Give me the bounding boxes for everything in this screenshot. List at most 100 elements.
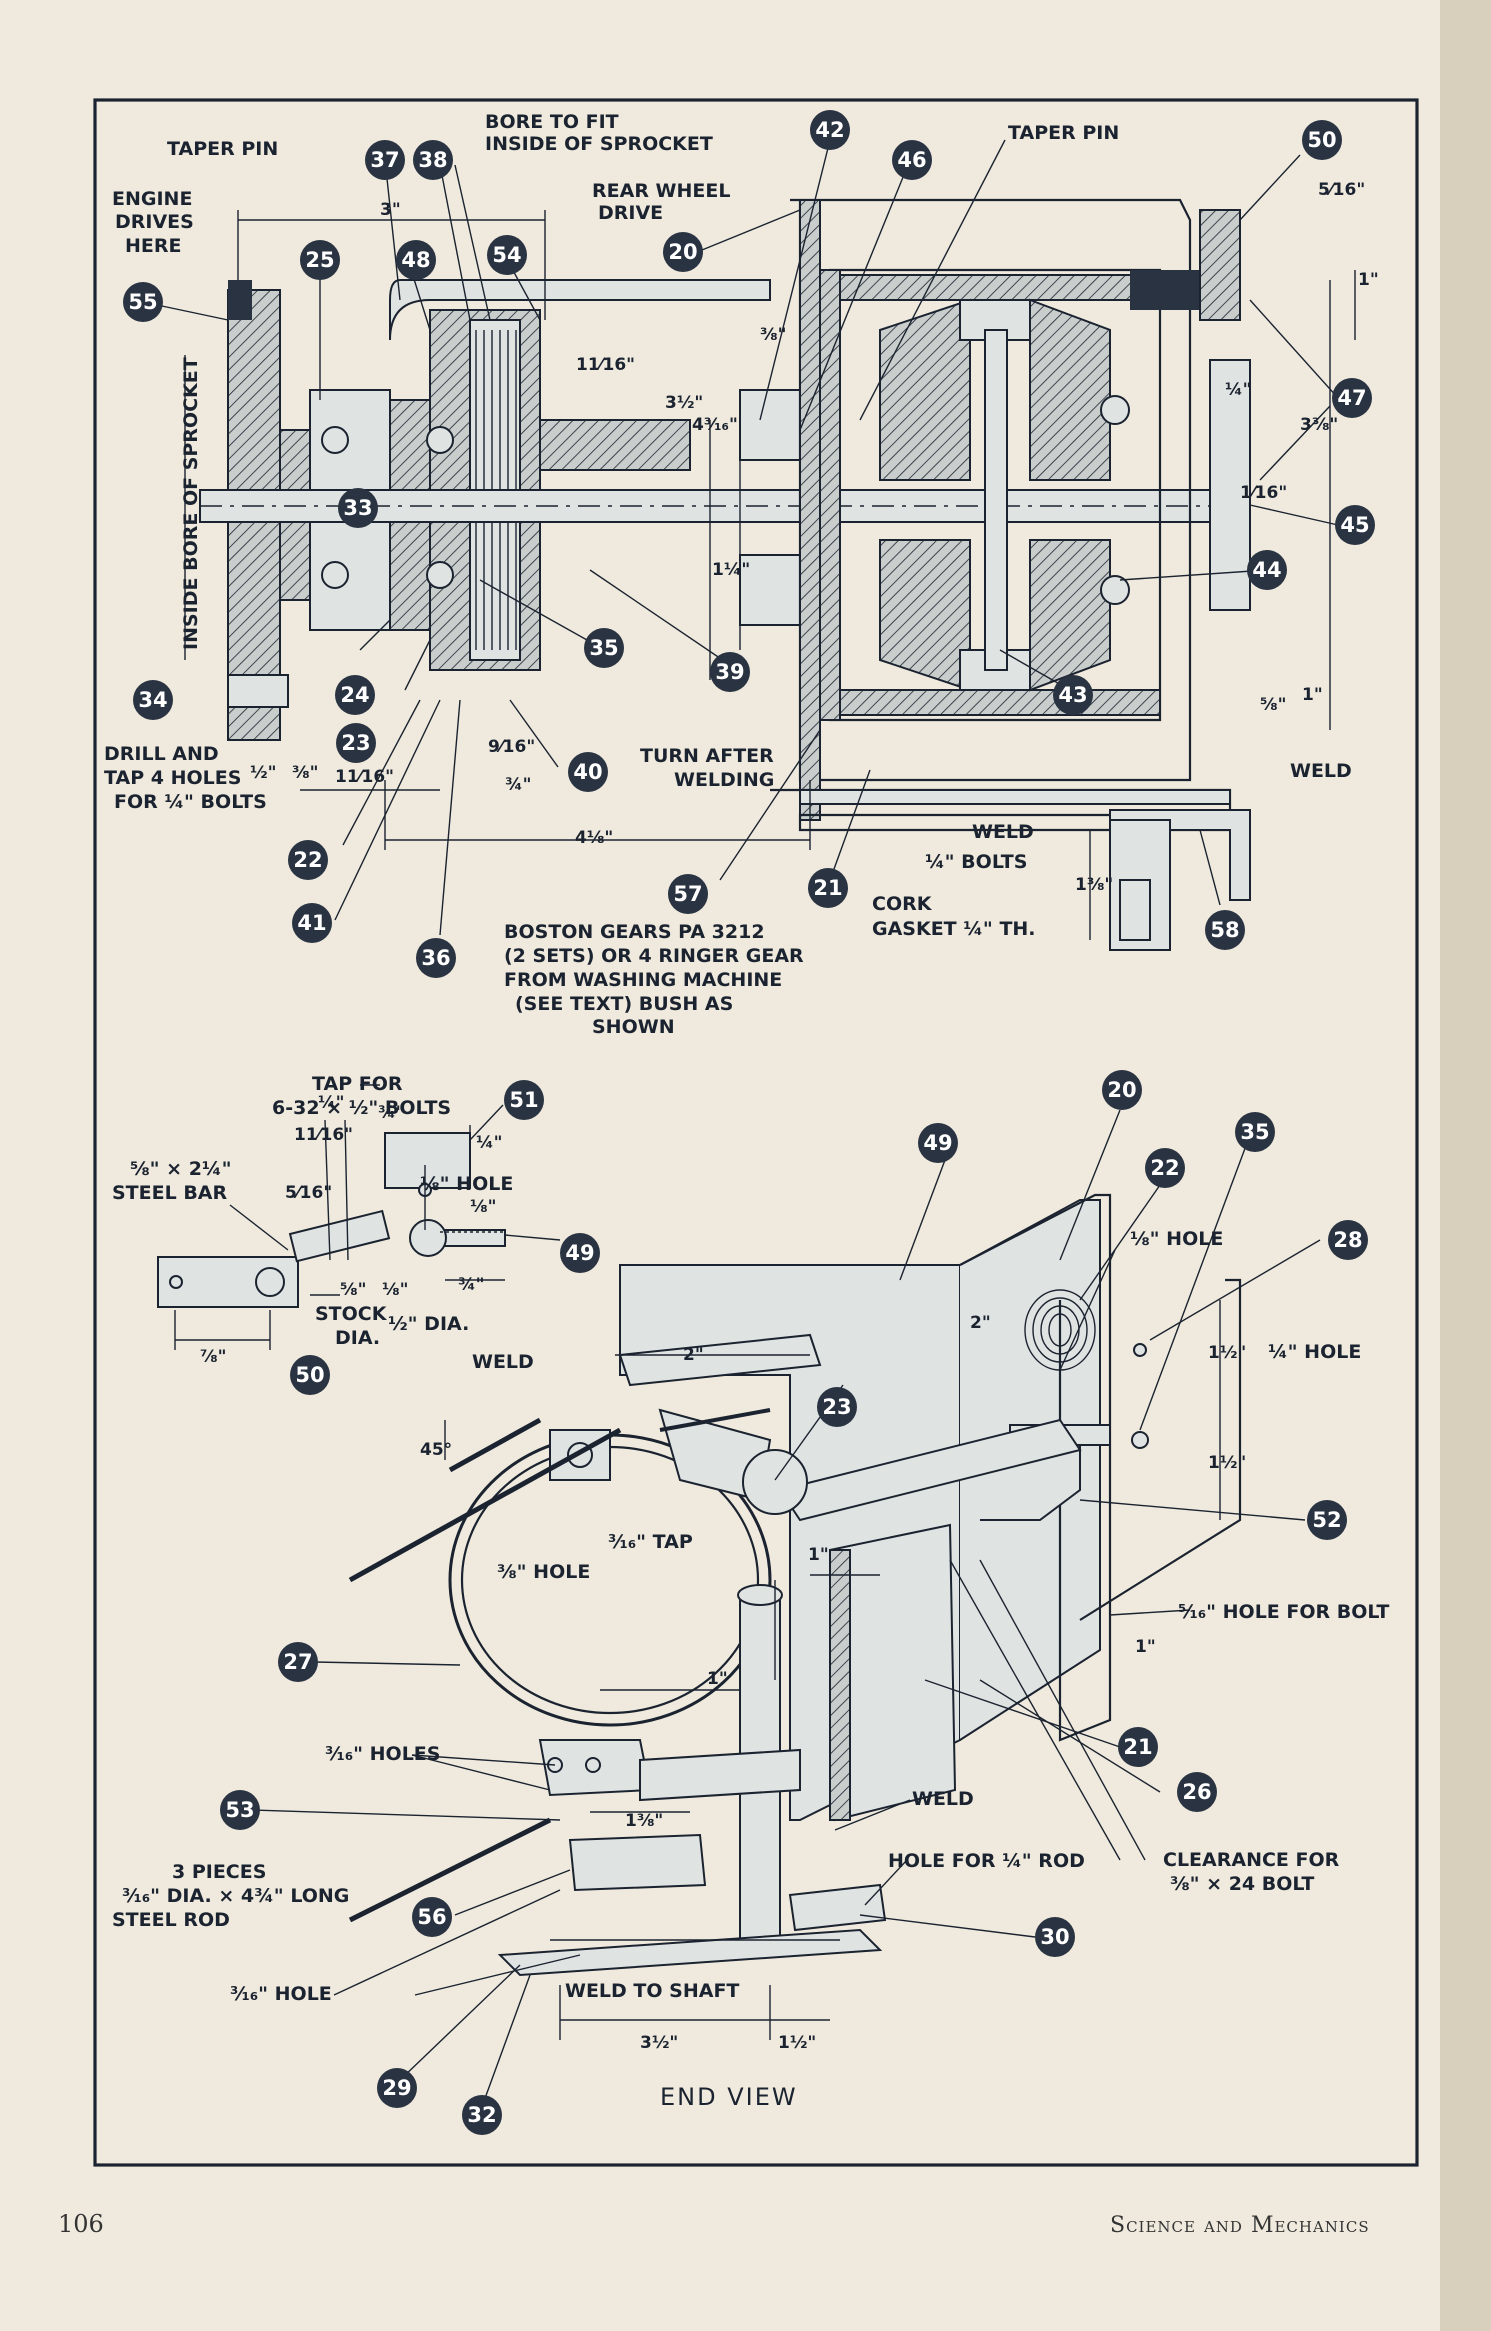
svg-text:DRILL AND: DRILL AND bbox=[104, 743, 219, 765]
svg-text:⅛": ⅛" bbox=[382, 1280, 408, 1300]
svg-text:FOR ¼" BOLTS: FOR ¼" BOLTS bbox=[114, 791, 267, 813]
svg-text:BORE TO FIT: BORE TO FIT bbox=[485, 111, 619, 133]
labels-end-view: WELD ⅛" HOLE ¼" HOLE ⅜" HOLE ³⁄₁₆" TAP ⁵… bbox=[112, 1228, 1389, 2053]
svg-text:3½": 3½" bbox=[665, 393, 703, 413]
svg-text:TAP 4 HOLES: TAP 4 HOLES bbox=[104, 767, 241, 789]
svg-text:⅞": ⅞" bbox=[200, 1347, 226, 1367]
callout-number: 44 bbox=[1252, 558, 1281, 582]
svg-text:1": 1" bbox=[1135, 1637, 1156, 1657]
end-view-title: END VIEW bbox=[660, 2083, 798, 2111]
svg-text:³⁄₁₆" TAP: ³⁄₁₆" TAP bbox=[608, 1531, 693, 1553]
svg-text:¼": ¼" bbox=[318, 1093, 344, 1113]
callout-number: 48 bbox=[401, 248, 430, 272]
callout-number: 23 bbox=[822, 1395, 851, 1419]
svg-text:3⅜": 3⅜" bbox=[1300, 415, 1338, 435]
callout-number: 45 bbox=[1340, 513, 1369, 537]
dimensions-section: 3" 11⁄16" ⅜" 3½" 4³⁄₁₆" 5⁄16" 1" ¼" 3⅜" … bbox=[250, 180, 1379, 895]
callout-number: 33 bbox=[343, 496, 372, 520]
callout-number: 20 bbox=[668, 240, 697, 264]
svg-text:ENGINE: ENGINE bbox=[112, 188, 192, 210]
bushing-52 bbox=[742, 1449, 808, 1515]
callout-number: 24 bbox=[340, 683, 369, 707]
svg-text:WELD: WELD bbox=[912, 1788, 974, 1810]
svg-text:STOCK: STOCK bbox=[315, 1303, 388, 1325]
bevel-gear-left-top bbox=[879, 298, 971, 481]
svg-text:3 PIECES: 3 PIECES bbox=[172, 1861, 266, 1883]
svg-text:4³⁄₁₆": 4³⁄₁₆" bbox=[692, 415, 738, 435]
svg-text:2": 2" bbox=[970, 1313, 991, 1333]
svg-text:INSIDE BORE OF SPROCKET: INSIDE BORE OF SPROCKET bbox=[180, 357, 202, 650]
svg-text:TAP FOR: TAP FOR bbox=[312, 1073, 403, 1095]
end-view: 49 20 22 35 28 23 52 27 53 21 26 56 30 2… bbox=[112, 1070, 1389, 2135]
svg-text:1": 1" bbox=[707, 1669, 728, 1689]
callout-number: 28 bbox=[1333, 1228, 1362, 1252]
svg-text:DRIVE: DRIVE bbox=[598, 202, 663, 224]
callout-number: 56 bbox=[417, 1905, 446, 1929]
svg-text:1½": 1½" bbox=[1208, 1343, 1246, 1363]
svg-text:½" DIA.: ½" DIA. bbox=[388, 1313, 469, 1335]
callout-number: 47 bbox=[1337, 386, 1366, 410]
callout-number: 50 bbox=[1307, 128, 1336, 152]
callout-number: 32 bbox=[467, 2103, 496, 2127]
callout-number: 35 bbox=[589, 636, 618, 660]
callout-number: 51 bbox=[509, 1088, 538, 1112]
callout-number: 49 bbox=[923, 1131, 952, 1155]
svg-text:1": 1" bbox=[1302, 685, 1323, 705]
svg-text:CLEARANCE FOR: CLEARANCE FOR bbox=[1163, 1849, 1340, 1871]
bevel-gear-left-bottom bbox=[879, 539, 971, 692]
callout-number: 46 bbox=[897, 148, 926, 172]
svg-text:³⁄₁₆" DIA. × 4¾" LONG: ³⁄₁₆" DIA. × 4¾" LONG bbox=[122, 1885, 349, 1907]
labels-section: TAPER PIN BORE TO FIT INSIDE OF SPROCKET… bbox=[104, 111, 1352, 1038]
svg-text:5⁄16": 5⁄16" bbox=[285, 1183, 332, 1203]
callout-number: 21 bbox=[1123, 1735, 1152, 1759]
magazine-title: Science and Mechanics bbox=[1110, 2213, 1370, 2238]
svg-text:SHOWN: SHOWN bbox=[592, 1016, 675, 1038]
svg-text:¼" HOLE: ¼" HOLE bbox=[1268, 1341, 1361, 1363]
svg-text:11⁄16": 11⁄16" bbox=[576, 355, 635, 375]
block-30 bbox=[568, 1833, 707, 1892]
callout-number: 30 bbox=[1040, 1925, 1069, 1949]
svg-text:FROM WASHING MACHINE: FROM WASHING MACHINE bbox=[504, 969, 782, 991]
svg-text:11⁄16": 11⁄16" bbox=[335, 767, 394, 787]
page-number: 106 bbox=[58, 2210, 104, 2238]
svg-text:1": 1" bbox=[808, 1545, 829, 1565]
callout-number: 21 bbox=[813, 876, 842, 900]
callout-number: 57 bbox=[673, 882, 702, 906]
callout-number: 22 bbox=[293, 848, 322, 872]
callout-number: 43 bbox=[1058, 683, 1087, 707]
svg-text:¾": ¾" bbox=[505, 775, 531, 795]
svg-text:HERE: HERE bbox=[125, 235, 182, 257]
part-51-block bbox=[384, 1132, 471, 1189]
case-wall bbox=[799, 199, 821, 821]
callout-number: 37 bbox=[370, 148, 399, 172]
svg-text:STEEL BAR: STEEL BAR bbox=[112, 1182, 228, 1204]
callout-number: 36 bbox=[421, 946, 450, 970]
svg-text:⅜": ⅜" bbox=[292, 763, 318, 783]
callout-number: 20 bbox=[1107, 1078, 1136, 1102]
svg-text:⅝": ⅝" bbox=[1260, 695, 1286, 715]
svg-text:¾": ¾" bbox=[458, 1275, 484, 1295]
svg-text:³⁄₁₆" HOLE: ³⁄₁₆" HOLE bbox=[230, 1983, 332, 2005]
callout-number: 34 bbox=[138, 688, 167, 712]
bearing-ball bbox=[321, 426, 349, 454]
svg-text:1⁄16": 1⁄16" bbox=[1240, 483, 1287, 503]
svg-text:INSIDE OF SPROCKET: INSIDE OF SPROCKET bbox=[485, 133, 713, 155]
callout-number: 49 bbox=[565, 1241, 594, 1265]
svg-text:⅛": ⅛" bbox=[470, 1197, 496, 1217]
svg-text:DIA.: DIA. bbox=[335, 1327, 380, 1349]
callout-number: 38 bbox=[418, 148, 447, 172]
svg-text:1½": 1½" bbox=[1208, 1453, 1246, 1473]
sprocket-tab bbox=[228, 280, 252, 320]
svg-text:⅜" × 24 BOLT: ⅜" × 24 BOLT bbox=[1170, 1873, 1314, 1895]
svg-text:4⅛": 4⅛" bbox=[575, 828, 613, 848]
svg-text:REAR WHEEL: REAR WHEEL bbox=[592, 180, 730, 202]
bolt-head bbox=[227, 674, 289, 708]
svg-text:WELD: WELD bbox=[1290, 760, 1352, 782]
svg-text:DRIVES: DRIVES bbox=[115, 211, 194, 233]
svg-text:11⁄16": 11⁄16" bbox=[294, 1125, 353, 1145]
svg-text:5⁄16": 5⁄16" bbox=[1318, 180, 1365, 200]
svg-text:1⅜": 1⅜" bbox=[1075, 875, 1113, 895]
lever-27 bbox=[778, 1418, 1082, 1522]
svg-text:HOLE FOR ¼" ROD: HOLE FOR ¼" ROD bbox=[888, 1850, 1085, 1872]
callout-number: 41 bbox=[297, 911, 326, 935]
